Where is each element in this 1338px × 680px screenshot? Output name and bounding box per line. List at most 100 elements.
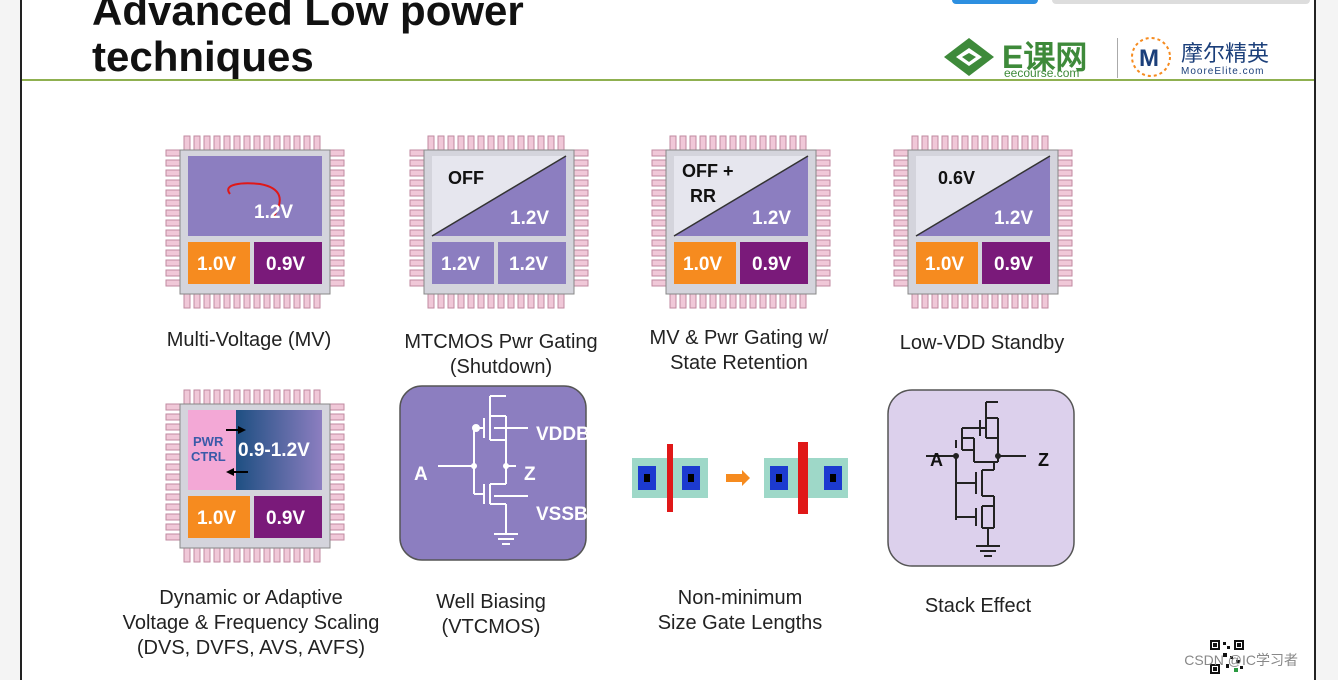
- chip-pin: [729, 293, 737, 309]
- chip-pin: [193, 547, 201, 563]
- chip-pin: [961, 293, 969, 309]
- chip-pin: [1031, 135, 1039, 151]
- dvfs-right-voltage: 0.9V: [266, 508, 305, 529]
- chip-pin: [893, 189, 909, 197]
- chip-pin: [313, 389, 321, 405]
- chip-pin: [1021, 293, 1029, 309]
- chip-pin: [573, 209, 589, 217]
- chip-pin: [651, 189, 667, 197]
- chip-pin: [467, 135, 475, 151]
- caption-lowvdd: Low-VDD Standby: [899, 332, 1065, 354]
- chip-pin: [651, 199, 667, 207]
- chip-pin: [329, 513, 345, 521]
- chip-pin: [893, 179, 909, 187]
- chip-pin: [669, 135, 677, 151]
- chip-pin: [651, 229, 667, 237]
- red-annotation: [227, 182, 281, 217]
- chip-pin: [409, 249, 425, 257]
- chip-pin: [203, 293, 211, 309]
- dvfs-left-voltage: 1.0V: [197, 508, 236, 529]
- chip-pin: [409, 159, 425, 167]
- chip-pin: [921, 135, 929, 151]
- chip-pin: [477, 135, 485, 151]
- chip-pin: [537, 293, 545, 309]
- chip-pin: [893, 259, 909, 267]
- chip-pin: [527, 135, 535, 151]
- chip-pin: [573, 239, 589, 247]
- chip-pin: [233, 135, 241, 151]
- rr-right-voltage: 0.9V: [752, 254, 791, 275]
- chip-pin: [507, 135, 515, 151]
- chip-pin: [165, 453, 181, 461]
- chip-pin: [165, 209, 181, 217]
- chip-pin: [517, 293, 525, 309]
- chip-pin: [789, 293, 797, 309]
- chip-pin: [893, 209, 909, 217]
- chip-pin: [1011, 293, 1019, 309]
- chip-pin: [223, 293, 231, 309]
- chip-pin: [759, 135, 767, 151]
- chip-pin: [739, 135, 747, 151]
- pwr-ctrl-label-1: PWR: [193, 434, 224, 449]
- top-tab[interactable]: [1052, 0, 1310, 4]
- chip-pin: [893, 159, 909, 167]
- chip-pin: [165, 493, 181, 501]
- chip-pin: [193, 135, 201, 151]
- lowvdd-left-voltage: 1.0V: [925, 254, 964, 275]
- chip-pin: [991, 293, 999, 309]
- chip-pin: [699, 135, 707, 151]
- chip-pin: [427, 293, 435, 309]
- chip-pin: [689, 293, 697, 309]
- vssb-label: VSSB: [536, 504, 588, 525]
- chip-pin: [981, 135, 989, 151]
- chip-pin: [815, 189, 831, 197]
- chip-pin: [409, 149, 425, 157]
- chip-pin: [651, 259, 667, 267]
- chip-pin: [329, 179, 345, 187]
- chip-pin: [165, 269, 181, 277]
- chip-pin: [303, 293, 311, 309]
- chip-pin: [815, 249, 831, 257]
- chip-pin: [911, 293, 919, 309]
- chip-pin: [165, 179, 181, 187]
- top-tab-active[interactable]: [952, 0, 1038, 4]
- chip-pin: [165, 433, 181, 441]
- chip-pin: [165, 423, 181, 431]
- chip-pin: [651, 219, 667, 227]
- chip-pin: [527, 293, 535, 309]
- chip-pin: [941, 293, 949, 309]
- chip-pin: [233, 293, 241, 309]
- chip-pin: [313, 547, 321, 563]
- chip-pin: [329, 209, 345, 217]
- chip-pin: [263, 547, 271, 563]
- chip-pin: [165, 189, 181, 197]
- chip-pin: [223, 135, 231, 151]
- chip-pin: [273, 293, 281, 309]
- chip-pin: [893, 169, 909, 177]
- chip-pin: [719, 135, 727, 151]
- chip-pin: [165, 219, 181, 227]
- chip-pin: [329, 249, 345, 257]
- chip-pin: [409, 229, 425, 237]
- chip-pin: [165, 513, 181, 521]
- chip-pin: [427, 135, 435, 151]
- well-input-label: A: [414, 464, 428, 485]
- chip-pin: [223, 547, 231, 563]
- caption-gate: Non-minimum Size Gate Lengths: [657, 587, 823, 634]
- chip-pin: [223, 389, 231, 405]
- chip-pin: [165, 413, 181, 421]
- chip-pin: [573, 229, 589, 237]
- mooreelite-name: 摩尔精英: [1181, 41, 1270, 66]
- chip-pin: [253, 389, 261, 405]
- chip-pin: [497, 135, 505, 151]
- chip-pin: [165, 249, 181, 257]
- chip-pin: [573, 249, 589, 257]
- chip-pin: [329, 483, 345, 491]
- chip-mtcmos: OFF 1.2V 1.2V 1.2V: [409, 135, 589, 309]
- chip-pin: [669, 293, 677, 309]
- chip-pin: [437, 135, 445, 151]
- rr-main-voltage: 1.2V: [752, 208, 791, 229]
- chip-pin: [573, 219, 589, 227]
- chip-pin: [679, 135, 687, 151]
- chip-pin: [1011, 135, 1019, 151]
